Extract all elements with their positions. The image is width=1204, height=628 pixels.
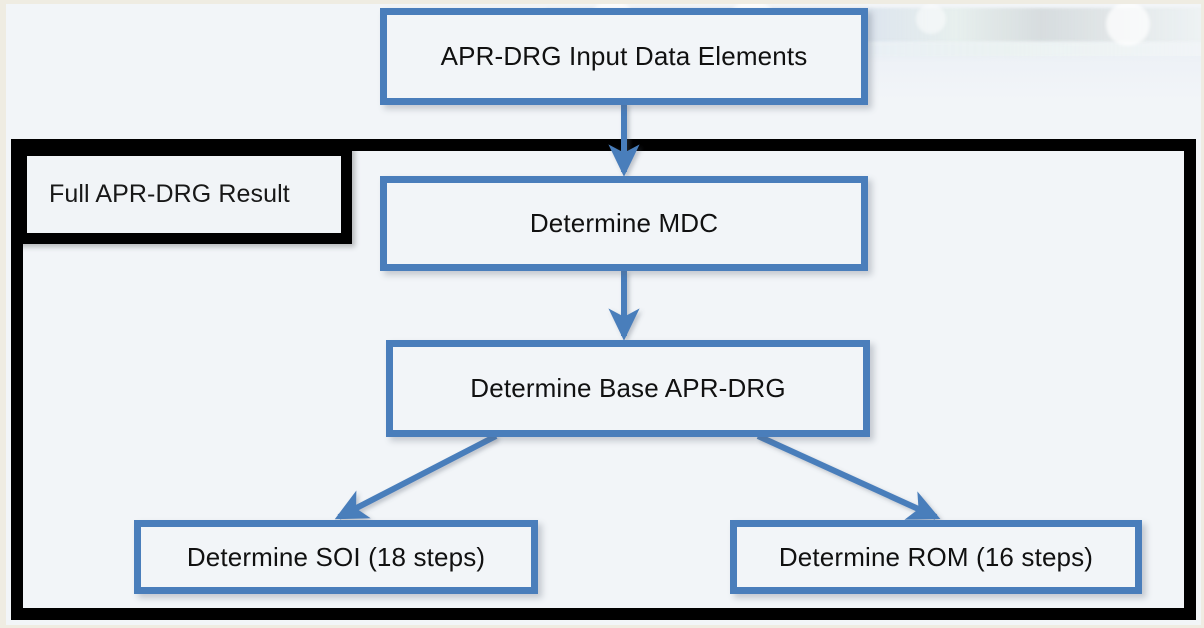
node-label: Determine ROM (16 steps): [778, 541, 1094, 572]
full-apr-drg-group-box: [11, 139, 1196, 620]
node-determine-rom[interactable]: Determine ROM (16 steps): [730, 520, 1142, 594]
group-label-text: Full APR-DRG Result: [49, 180, 290, 208]
node-determine-mdc[interactable]: Determine MDC: [380, 176, 868, 271]
node-apr-drg-input-data-elements[interactable]: APR-DRG Input Data Elements: [380, 8, 868, 105]
node-determine-base-apr-drg[interactable]: Determine Base APR-DRG: [386, 340, 870, 437]
node-label: APR-DRG Input Data Elements: [440, 41, 808, 71]
full-apr-drg-result-label: Full APR-DRG Result: [16, 145, 352, 244]
node-label: Determine SOI (18 steps): [186, 541, 486, 572]
node-label: Determine MDC: [529, 208, 719, 238]
node-determine-soi[interactable]: Determine SOI (18 steps): [134, 520, 538, 594]
watermark-circle-icon: [916, 4, 946, 34]
node-label: Determine Base APR-DRG: [470, 373, 786, 403]
watermark-circle-icon: [1106, 4, 1150, 46]
